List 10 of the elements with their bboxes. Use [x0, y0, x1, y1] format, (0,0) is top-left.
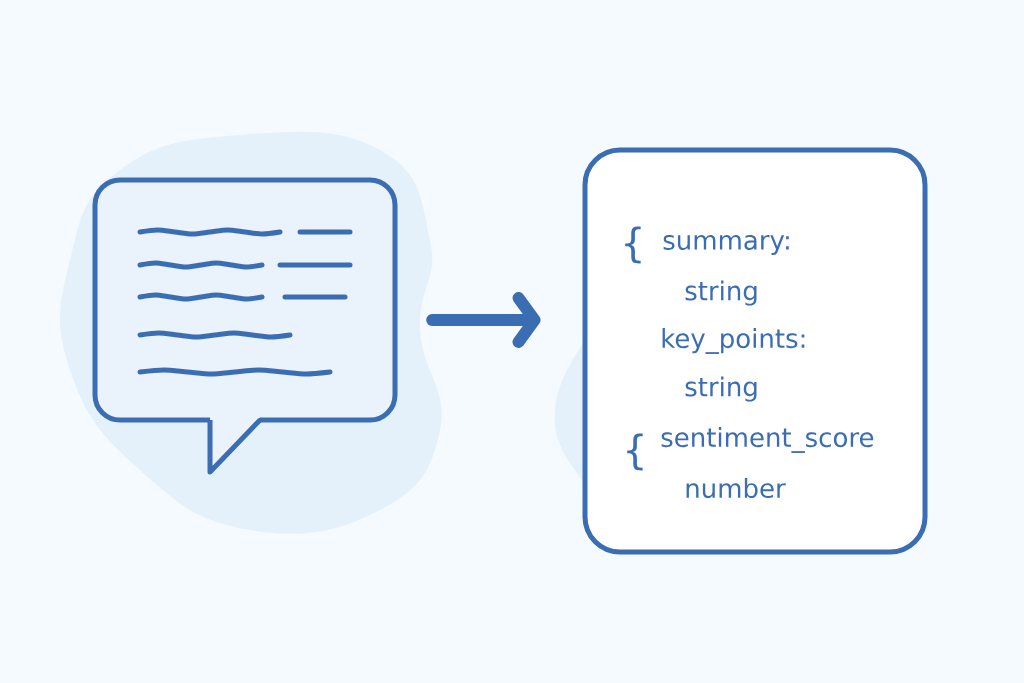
code-text: summary: [663, 235, 789, 255]
arrow [426, 292, 541, 348]
brace: { [627, 433, 643, 471]
brace: { [625, 226, 641, 264]
code-text: sentiment_score [661, 427, 874, 453]
code-text: string [685, 376, 757, 402]
code-text: key_points: [662, 328, 805, 354]
code-text: number [686, 477, 786, 499]
speech-bubble-drawing [92, 177, 398, 475]
code-text: string [685, 280, 757, 306]
